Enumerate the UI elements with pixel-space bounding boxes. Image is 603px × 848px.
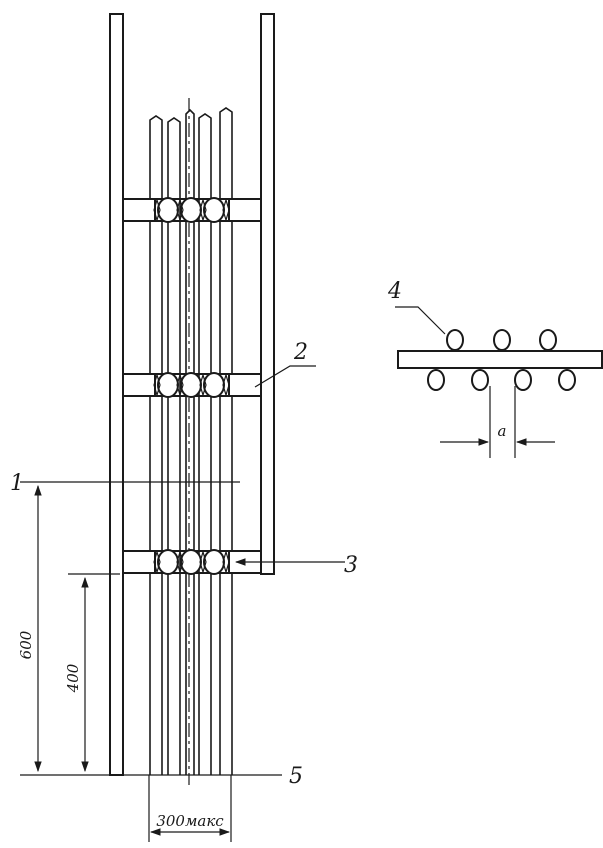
section-rod-ring [446, 329, 464, 351]
section-rod-ring [558, 369, 576, 391]
inner-rods-group [149, 107, 233, 775]
section-detail: 4 a [387, 279, 603, 458]
section-plate [397, 350, 603, 369]
spacer-ring [157, 372, 179, 398]
inner-rod [149, 115, 163, 775]
spacer-ring [180, 372, 202, 398]
leader-4 [395, 306, 446, 335]
weld-mark [153, 197, 161, 223]
dimension-600-label: 600 [17, 630, 35, 659]
section-rod-ring [471, 369, 489, 391]
weld-mark [153, 372, 161, 398]
gap-dimension-label: a [498, 422, 507, 440]
spacer-plate-left [122, 550, 156, 574]
inner-rod [219, 107, 233, 775]
section-rod-ring [514, 369, 532, 391]
spacer-plate-left [122, 373, 156, 397]
section-rod-ring [539, 329, 557, 351]
weld-mark [222, 197, 230, 223]
section-rod-ring [427, 369, 445, 391]
left-outer-bar [109, 13, 124, 776]
spacer-rows-group [122, 197, 262, 575]
width-dimension-label: 300макс [156, 812, 224, 830]
inner-rod [198, 113, 212, 775]
weld-mark [199, 197, 207, 223]
leader-2 [254, 365, 316, 388]
weld-mark [222, 549, 230, 575]
weld-mark [153, 549, 161, 575]
spacer-ring [180, 197, 202, 223]
spacer-ring [157, 549, 179, 575]
spacer-ring [203, 372, 225, 398]
callout-4: 4 [387, 279, 402, 304]
spacer-ring [157, 197, 179, 223]
weld-mark [199, 549, 207, 575]
weld-mark [222, 372, 230, 398]
weld-mark [176, 197, 184, 223]
spacer-ring [203, 549, 225, 575]
right-outer-bar [260, 13, 275, 575]
callout-1: 1 [10, 471, 24, 496]
inner-rod [185, 108, 195, 775]
weld-mark [176, 549, 184, 575]
spacer-plate-right [228, 373, 262, 397]
spacer-ring [180, 549, 202, 575]
weld-mark [199, 372, 207, 398]
spacer-ring [203, 197, 225, 223]
dimension-400-label: 400 [64, 663, 82, 693]
callout-2: 2 [293, 340, 308, 365]
section-rings-group [427, 329, 576, 391]
callout-5: 5 [289, 764, 303, 789]
spacer-plate-left [122, 198, 156, 222]
weld-mark [176, 372, 184, 398]
inner-rod [167, 117, 181, 775]
spacer-plate-right [228, 198, 262, 222]
callout-3: 3 [344, 553, 358, 578]
section-rod-ring [493, 329, 511, 351]
